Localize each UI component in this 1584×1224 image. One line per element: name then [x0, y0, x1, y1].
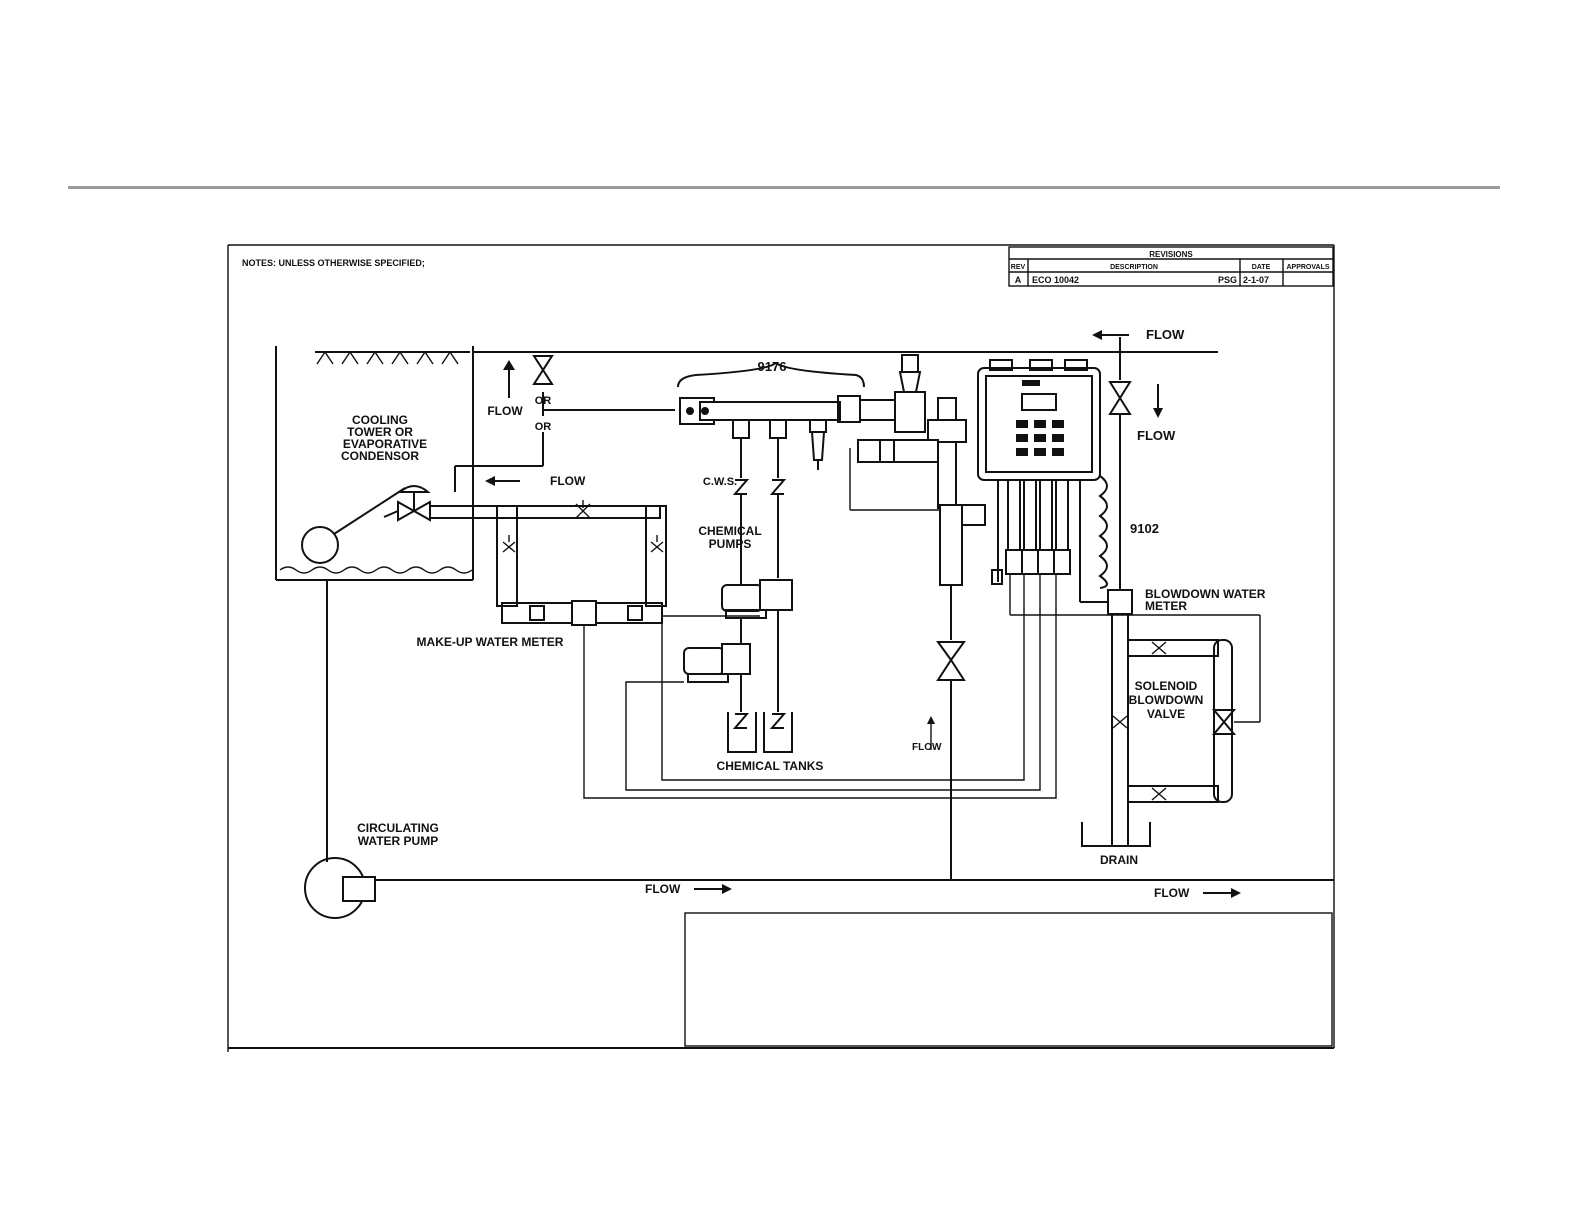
controller-unit: 9102	[977, 359, 1159, 589]
cooling-tower: COOLING TOWER OR EVAPORATIVE CONDENSOR	[275, 346, 1218, 581]
part-9176-label: 9176	[758, 359, 787, 374]
chemical-pump-2-icon	[683, 647, 725, 675]
controller-display	[1021, 393, 1057, 411]
revisions-header-approvals: APPROVALS	[1286, 264, 1329, 271]
drawing-border	[227, 244, 1335, 1052]
or-label-1: OR	[535, 395, 552, 407]
drain-label: DRAIN	[1100, 853, 1138, 867]
chemical-tanks-label: CHEMICAL TANKS	[717, 759, 824, 773]
header-divider	[68, 186, 1500, 189]
solenoid-label-3: VALVE	[1147, 707, 1185, 721]
revision-description: ECO 10042	[1032, 275, 1079, 285]
revisions-header-rev: REV	[1011, 264, 1026, 271]
cooling-tower-label-2: TOWER OR	[347, 425, 413, 439]
flow-label-return: FLOW	[550, 474, 586, 488]
solenoid-label-1: SOLENOID	[1135, 679, 1198, 693]
float-ball-icon	[301, 526, 339, 564]
cooling-tower-label-1: COOLING	[352, 413, 408, 427]
cws-label: C.W.S.	[703, 476, 737, 488]
flow-label-bottom: FLOW	[645, 882, 681, 896]
makeup-water-meter-icon	[571, 600, 597, 626]
flow-label-down: FLOW	[1137, 428, 1176, 443]
or-label-2: OR	[535, 421, 552, 433]
chemical-pumps-label-1: CHEMICAL	[698, 524, 761, 538]
revision-rev: A	[1015, 275, 1022, 285]
notes-text: NOTES: UNLESS OTHERWISE SPECIFIED;	[242, 258, 425, 268]
float-valve	[383, 485, 431, 522]
inlet-or-section: OR OR FLOW FLOW	[454, 355, 675, 492]
flow-label-top-right: FLOW	[1146, 327, 1185, 342]
title-block	[684, 912, 1333, 1047]
flow-label-probe: FLOW	[912, 742, 942, 753]
flow-label-bottom-right: FLOW	[1154, 886, 1190, 900]
blowdown-meter-icon	[1107, 589, 1133, 615]
manifold-9176: 9176	[677, 359, 897, 470]
cooling-tower-label-4: CONDENSOR	[341, 449, 419, 463]
blowdown-section: FLOW FLOW BLOWDOWN WATER METER SOLENOID …	[1009, 327, 1266, 867]
makeup-water-piping: MAKE-UP WATER METER	[417, 500, 667, 649]
chemical-pump-1-icon	[721, 584, 763, 612]
control-wiring	[583, 574, 1057, 799]
probe-assembly: FLOW	[849, 354, 986, 880]
makeup-water-meter-label: MAKE-UP WATER METER	[417, 635, 564, 649]
revisions-header-description: DESCRIPTION	[1110, 264, 1158, 271]
revisions-table: REVISIONS REV DESCRIPTION DATE APPROVALS…	[1008, 246, 1334, 287]
controller-keypad	[1016, 420, 1064, 456]
circulating-pump: CIRCULATING WATER PUMP FLOW FLOW	[304, 580, 1334, 919]
solenoid-label-2: BLOWDOWN	[1129, 693, 1204, 707]
chemical-feed: C.W.S. CHEMICAL PUMPS CHEMICAL TANKS	[683, 438, 824, 773]
revision-by: PSG	[1218, 275, 1237, 285]
chemical-pumps-label-2: PUMPS	[709, 537, 752, 551]
blowdown-meter-label-1: BLOWDOWN WATER	[1145, 587, 1266, 601]
flow-label-inlet: FLOW	[487, 404, 523, 418]
circulating-pump-label-1: CIRCULATING	[357, 821, 439, 835]
revision-date: 2-1-07	[1243, 275, 1269, 285]
part-9102-label: 9102	[1130, 521, 1159, 536]
blowdown-meter-label-2: METER	[1145, 599, 1187, 613]
revisions-header-date: DATE	[1252, 264, 1271, 271]
revisions-title: REVISIONS	[1149, 250, 1193, 259]
circulating-pump-label-2: WATER PUMP	[358, 834, 438, 848]
cooling-tower-label-3: EVAPORATIVE	[343, 437, 427, 451]
